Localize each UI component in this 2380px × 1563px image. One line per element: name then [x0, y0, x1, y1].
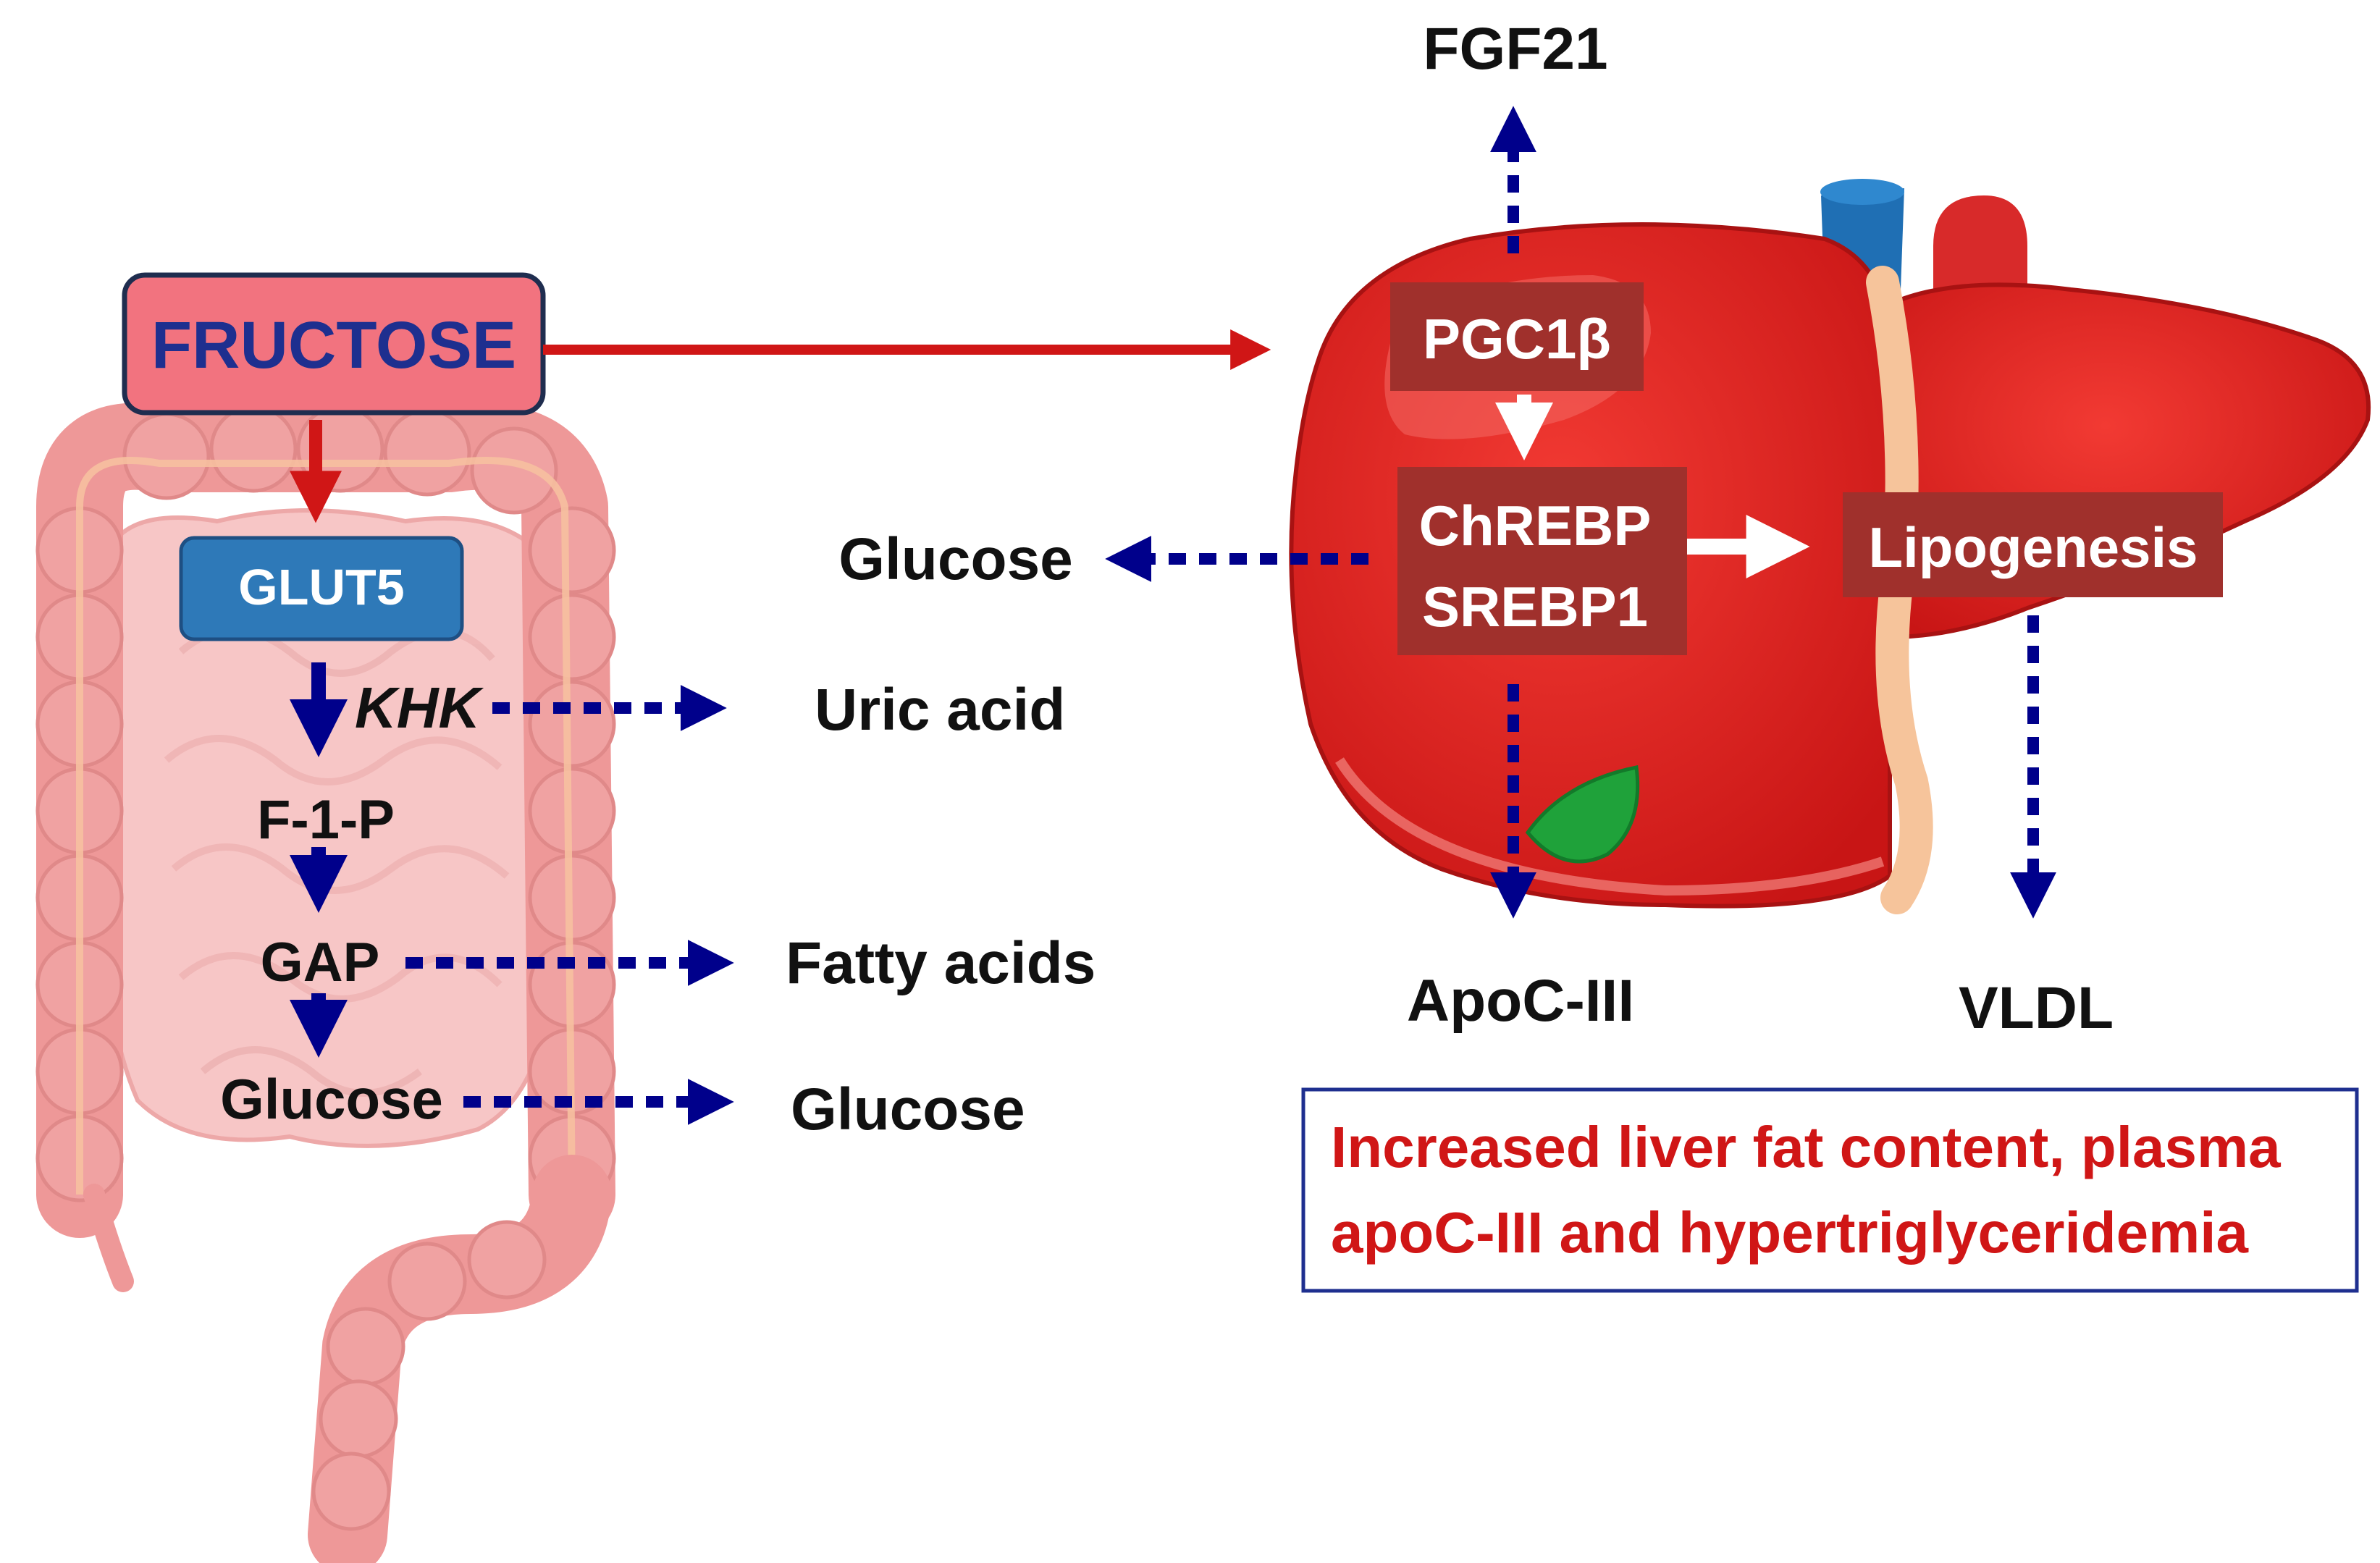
- falciform-ligament: [1866, 266, 1933, 914]
- glucose-liver-out-label: Glucose: [838, 526, 1073, 592]
- f1p-label: F-1-P: [257, 789, 395, 851]
- uric-acid-label: Uric acid: [815, 677, 1065, 743]
- conclusion-box: Increased liver fat content, plasma apoC…: [1301, 1087, 2359, 1293]
- fgf21-label: FGF21: [1423, 16, 1607, 82]
- glucose-gut-label: Glucose: [220, 1067, 443, 1131]
- pgc1b-box: PGC1β: [1390, 282, 1644, 391]
- conclusion-line-2: apoC-III and hypertriglyceridemia: [1331, 1200, 2249, 1265]
- lipogenesis-label: Lipogenesis: [1868, 515, 2198, 579]
- chrebp-label: ChREBP: [1419, 494, 1652, 557]
- fructose-label: FRUCTOSE: [151, 308, 516, 382]
- vldl-label: VLDL: [1959, 975, 2114, 1041]
- srebp1-label: SREBP1: [1422, 575, 1648, 639]
- glut5-box: GLUT5: [179, 536, 464, 641]
- glut5-label: GLUT5: [238, 559, 404, 615]
- appendix: [83, 1184, 134, 1292]
- fructose-box: FRUCTOSE: [122, 272, 546, 416]
- pgc1b-label: PGC1β: [1423, 307, 1611, 371]
- conclusion-line-1: Increased liver fat content, plasma: [1331, 1115, 2281, 1179]
- chrebp-srebp1-box: ChREBP SREBP1: [1397, 467, 1687, 655]
- glucose-out-label: Glucose: [791, 1077, 1025, 1142]
- intestine-illustration: [35, 403, 616, 1563]
- hepatic-artery: [1933, 195, 2027, 304]
- gallbladder: [1525, 765, 1640, 864]
- apoc3-label: ApoC-III: [1407, 968, 1634, 1034]
- lipogenesis-box: Lipogenesis: [1843, 492, 2223, 597]
- gap-label: GAP: [261, 932, 380, 993]
- khk-label: KHK: [355, 675, 484, 740]
- fatty-acids-label: Fatty acids: [786, 930, 1096, 996]
